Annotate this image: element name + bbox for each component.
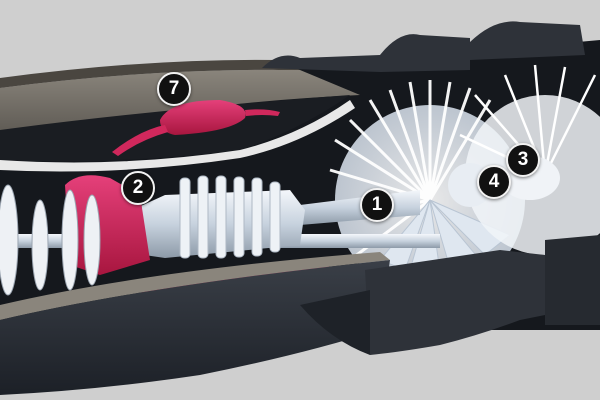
callout-label-4[interactable]: 4 <box>477 165 511 199</box>
callout-number: 7 <box>168 78 180 99</box>
callout-number: 4 <box>488 171 500 192</box>
callout-label-1[interactable]: 1 <box>360 188 394 222</box>
callout-label-3[interactable]: 3 <box>506 143 540 177</box>
callout-label-7[interactable]: 7 <box>157 72 191 106</box>
callout-number: 1 <box>371 194 383 215</box>
callout-number: 3 <box>517 149 529 170</box>
callout-number: 2 <box>132 177 144 198</box>
callout-label-2[interactable]: 2 <box>121 171 155 205</box>
